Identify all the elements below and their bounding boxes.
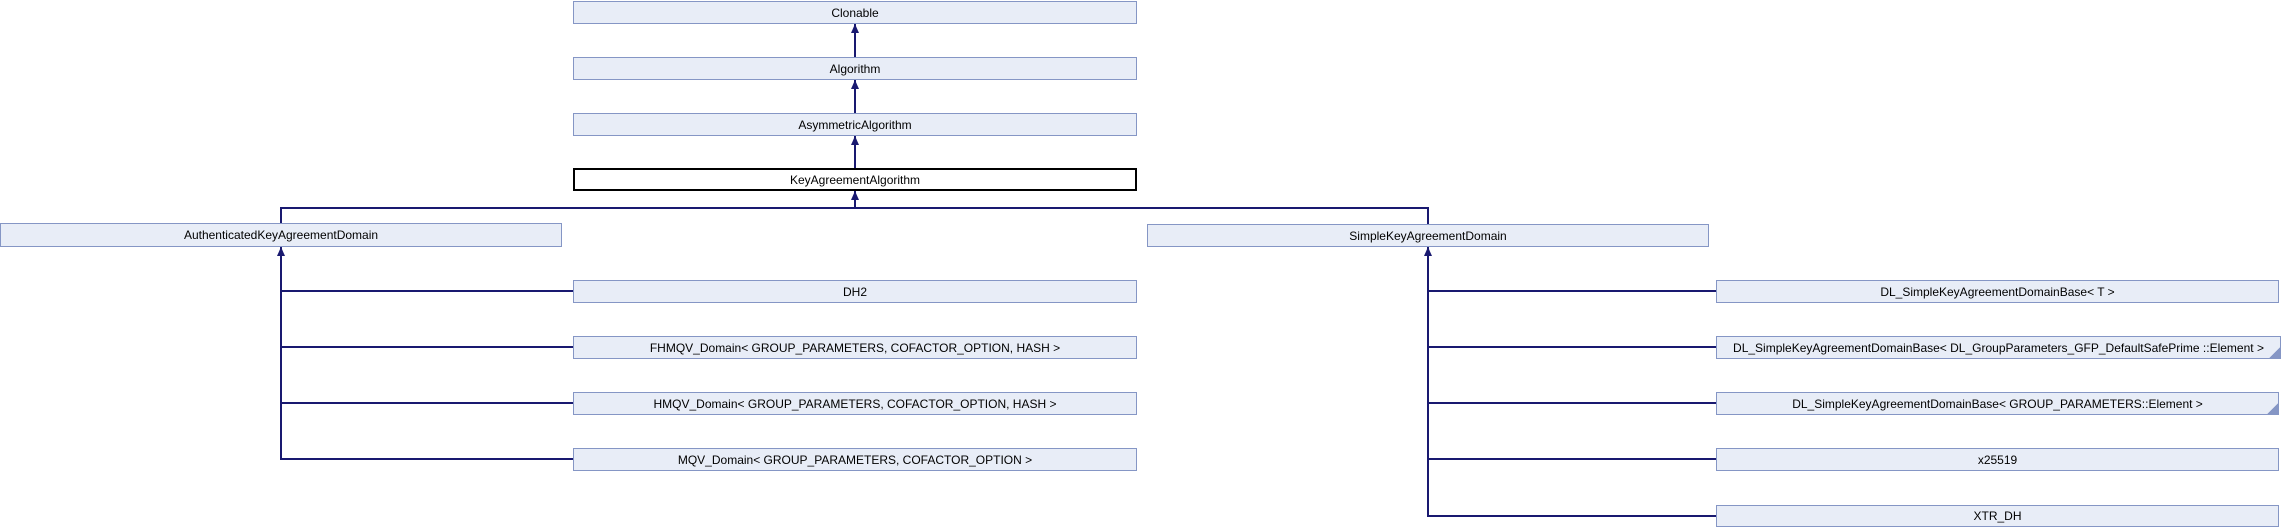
class-node-dl-simple-kad-base-gfp-safeprime[interactable]: DL_SimpleKeyAgreementDomainBase< DL_Grou… [1716,336,2281,359]
class-node-label: DH2 [842,284,867,299]
edge-branch-x25519 [1427,458,1716,460]
class-node-clonable[interactable]: Clonable [573,1,1137,24]
class-node-label: x25519 [1977,452,2018,467]
class-node-hmqv-domain[interactable]: HMQV_Domain< GROUP_PARAMETERS, COFACTOR_… [573,392,1137,415]
arrowhead-under-algorithm [851,80,859,89]
clipped-corner-mark [2268,346,2280,358]
class-node-xtr-dh[interactable]: XTR_DH [1716,505,2279,527]
class-node-label: SimpleKeyAgreementDomain [1349,228,1507,243]
edge-branch-hmqv [280,402,573,404]
class-node-dh2[interactable]: DH2 [573,280,1137,303]
edge-branch-dl-gp [1427,402,1716,404]
edge-right-trunk [1427,247,1429,517]
edge-branch-fhmqv [280,346,573,348]
edge-asymmetric-to-algorithm [854,80,856,113]
class-node-label: MQV_Domain< GROUP_PARAMETERS, COFACTOR_O… [677,452,1033,467]
class-node-label: DL_SimpleKeyAgreementDomainBase< GROUP_P… [1792,396,2203,411]
edge-branch-dh2 [280,290,573,292]
class-node-simple-key-agreement-domain[interactable]: SimpleKeyAgreementDomain [1147,224,1709,247]
arrowhead-under-keyagreement [851,191,859,200]
edge-bus [280,207,1429,209]
class-node-key-agreement-algorithm-current: KeyAgreementAlgorithm [573,168,1137,191]
edge-bus-drop-right [1427,207,1429,224]
edge-branch-dl-gfp [1427,346,1716,348]
class-node-label: DL_SimpleKeyAgreementDomainBase< T > [1880,284,2115,299]
edge-branch-dl-t [1427,290,1716,292]
clipped-corner-mark [2266,402,2278,414]
arrowhead-under-clonable [851,24,859,33]
class-node-x25519[interactable]: x25519 [1716,448,2279,471]
class-node-asymmetric-algorithm[interactable]: AsymmetricAlgorithm [573,113,1137,136]
class-node-label: AuthenticatedKeyAgreementDomain [183,228,379,242]
arrowhead-under-authenticated-domain [277,247,285,256]
class-node-dl-simple-kad-base-group-parameters[interactable]: DL_SimpleKeyAgreementDomainBase< GROUP_P… [1716,392,2279,415]
edge-keyagreement-to-asymmetric [854,136,856,168]
class-node-label: FHMQV_Domain< GROUP_PARAMETERS, COFACTOR… [649,340,1061,355]
edge-left-trunk [280,247,282,460]
class-node-label: KeyAgreementAlgorithm [789,172,921,187]
class-node-label: AsymmetricAlgorithm [798,117,912,132]
class-node-label: HMQV_Domain< GROUP_PARAMETERS, COFACTOR_… [653,396,1057,411]
class-node-mqv-domain[interactable]: MQV_Domain< GROUP_PARAMETERS, COFACTOR_O… [573,448,1137,471]
class-node-dl-simple-kad-base-t[interactable]: DL_SimpleKeyAgreementDomainBase< T > [1716,280,2279,303]
class-node-label: Clonable [831,5,879,20]
class-node-label: DL_SimpleKeyAgreementDomainBase< DL_Grou… [1733,340,2264,355]
class-node-label: Algorithm [829,61,881,76]
arrowhead-under-asymmetric [851,136,859,145]
class-node-algorithm[interactable]: Algorithm [573,57,1137,80]
edge-algorithm-to-clonable [854,24,856,57]
edge-bus-drop-left [280,207,282,223]
arrowhead-under-simple-domain [1424,247,1432,256]
class-node-fhmqv-domain[interactable]: FHMQV_Domain< GROUP_PARAMETERS, COFACTOR… [573,336,1137,359]
class-node-authenticated-key-agreement-domain[interactable]: AuthenticatedKeyAgreementDomain [0,223,562,247]
edge-branch-mqv [280,458,573,460]
class-node-label: XTR_DH [1973,509,2022,523]
edge-branch-xtrdh [1427,515,1716,517]
